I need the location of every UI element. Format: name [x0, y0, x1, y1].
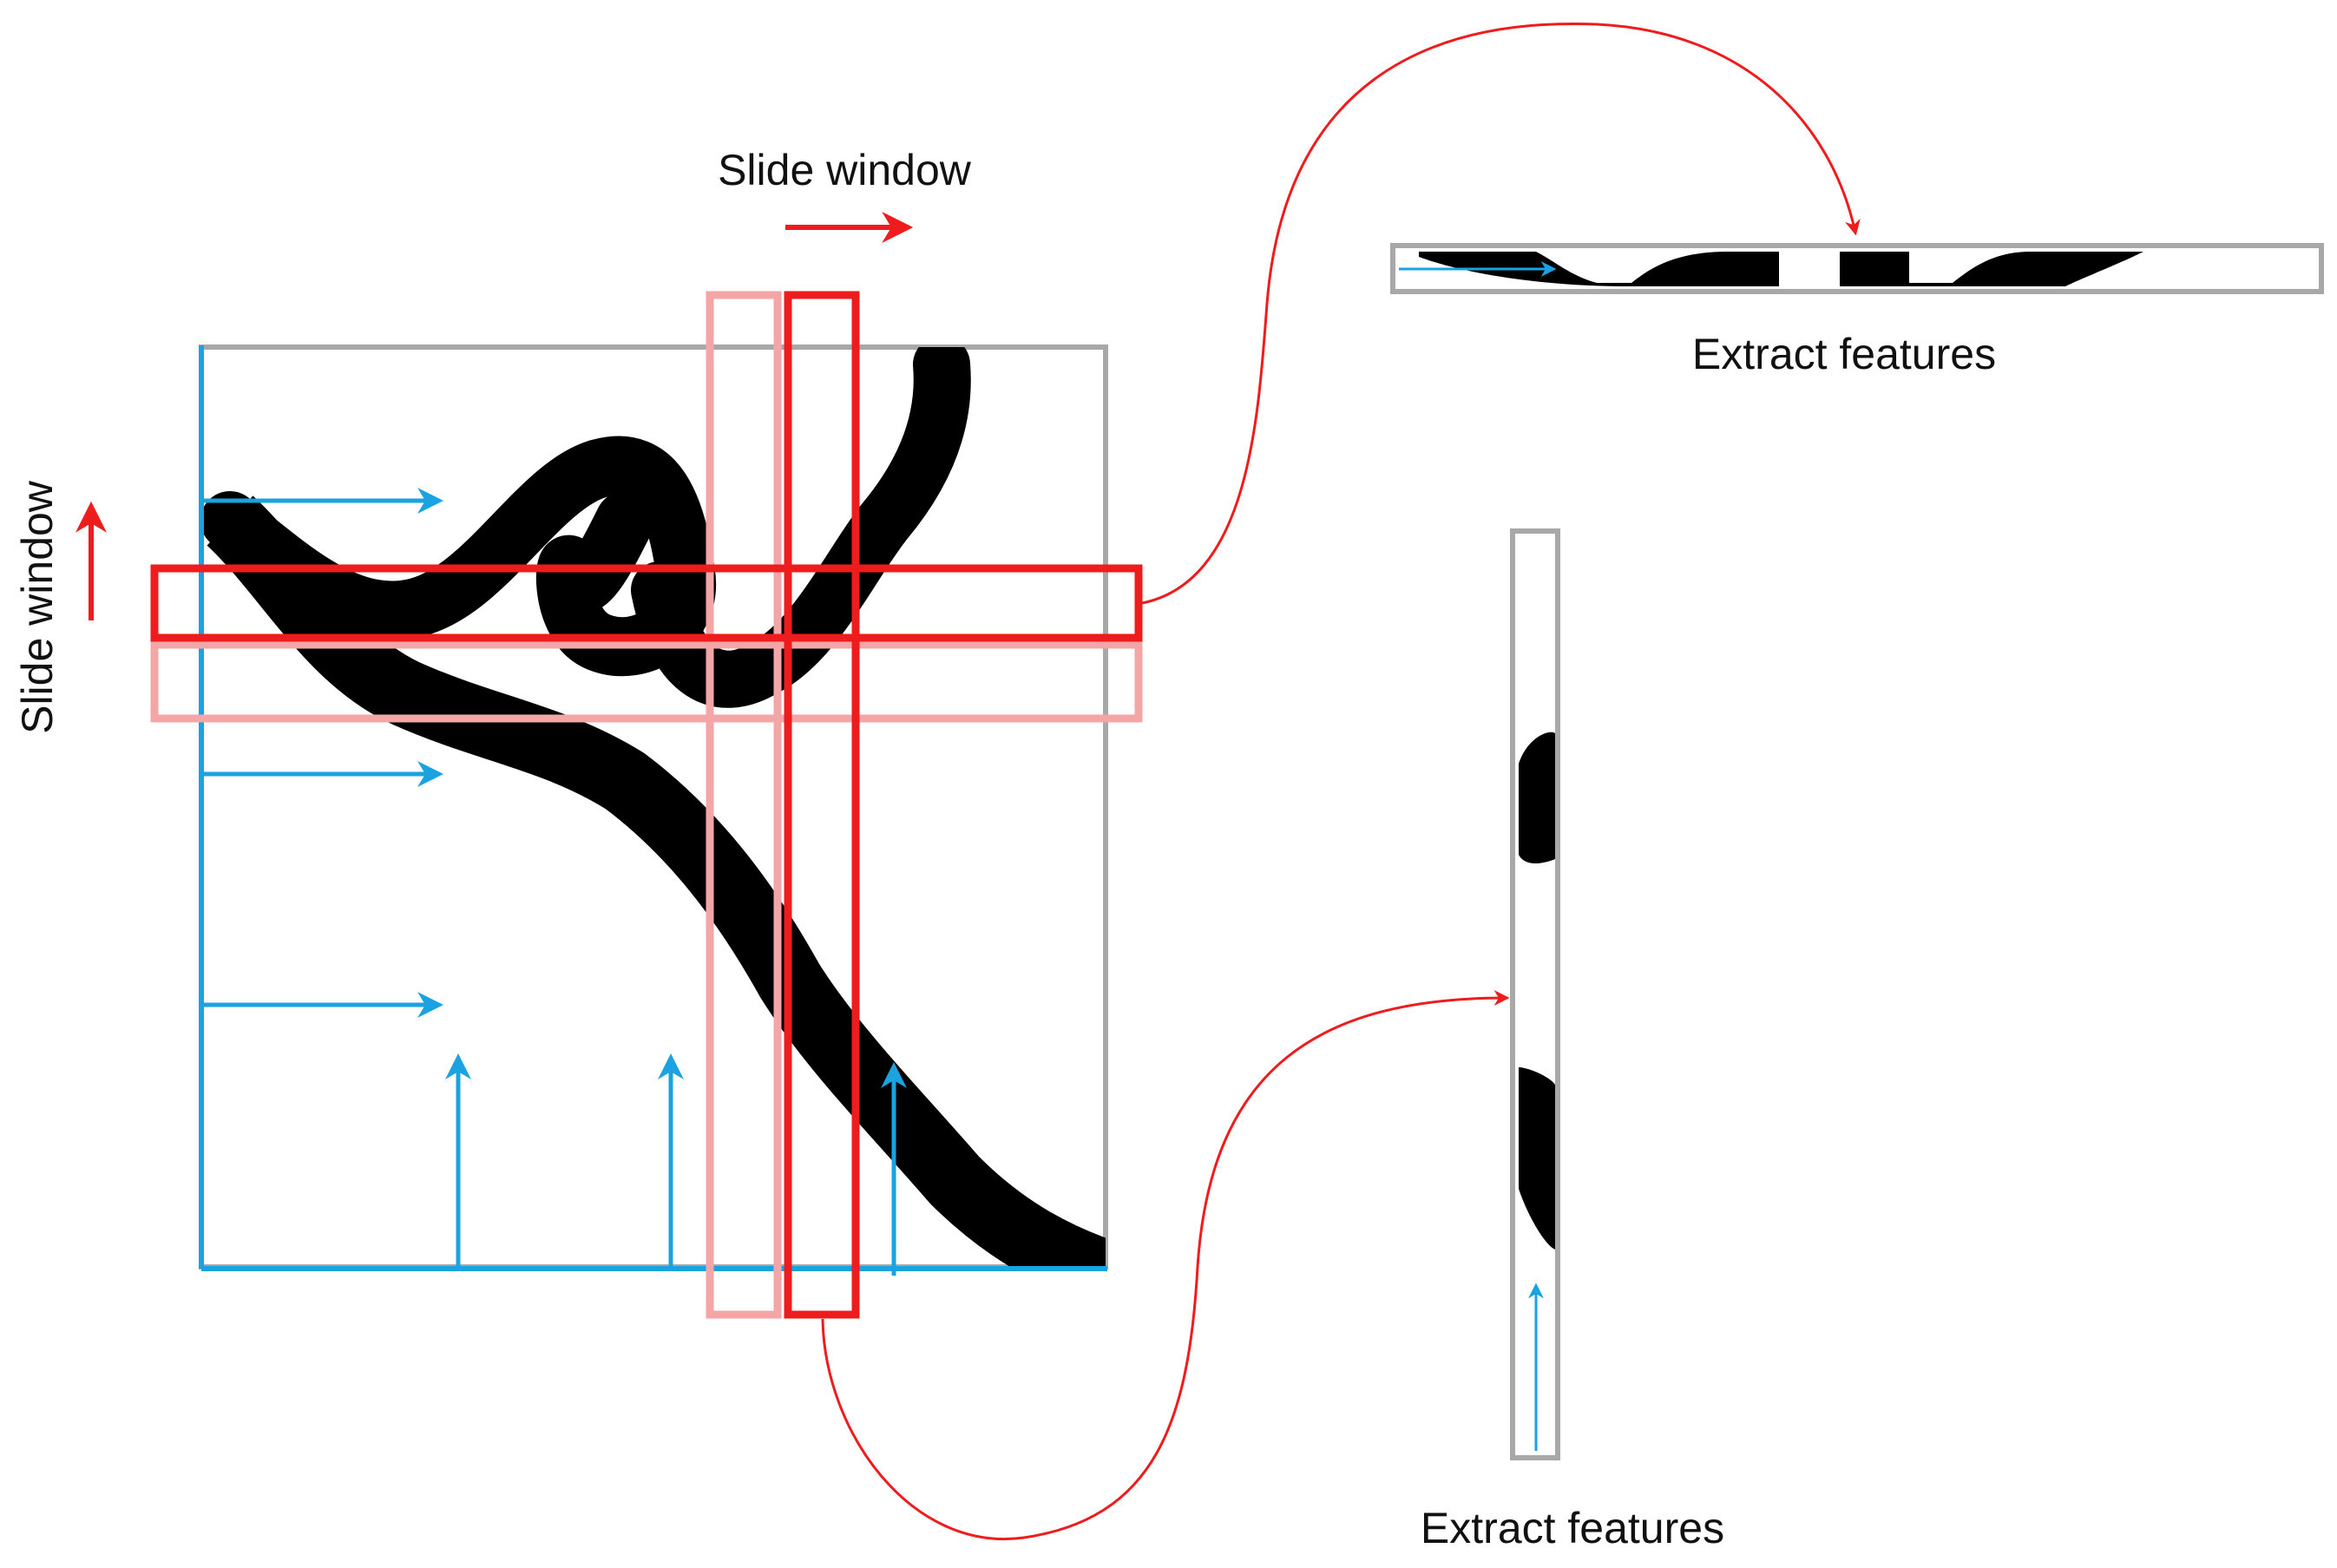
- column-strip-ink-upper: [1519, 732, 1555, 863]
- extract-features-label-top: Extract features: [1692, 330, 1996, 378]
- extract-features-label-bottom: Extract features: [1421, 1504, 1724, 1552]
- extracted-column-strip: Extract features: [1421, 531, 1724, 1552]
- slide-window-label-vertical: Slide window: [13, 480, 62, 734]
- row-to-strip-connector: [1142, 23, 1855, 603]
- slide-window-label-horizontal: Slide window: [718, 146, 972, 194]
- slide-direction-left: Slide window: [13, 480, 91, 734]
- character-image: [201, 347, 1111, 1276]
- extracted-row-strip: Extract features: [1393, 246, 2321, 378]
- slide-direction-top: Slide window: [718, 146, 972, 227]
